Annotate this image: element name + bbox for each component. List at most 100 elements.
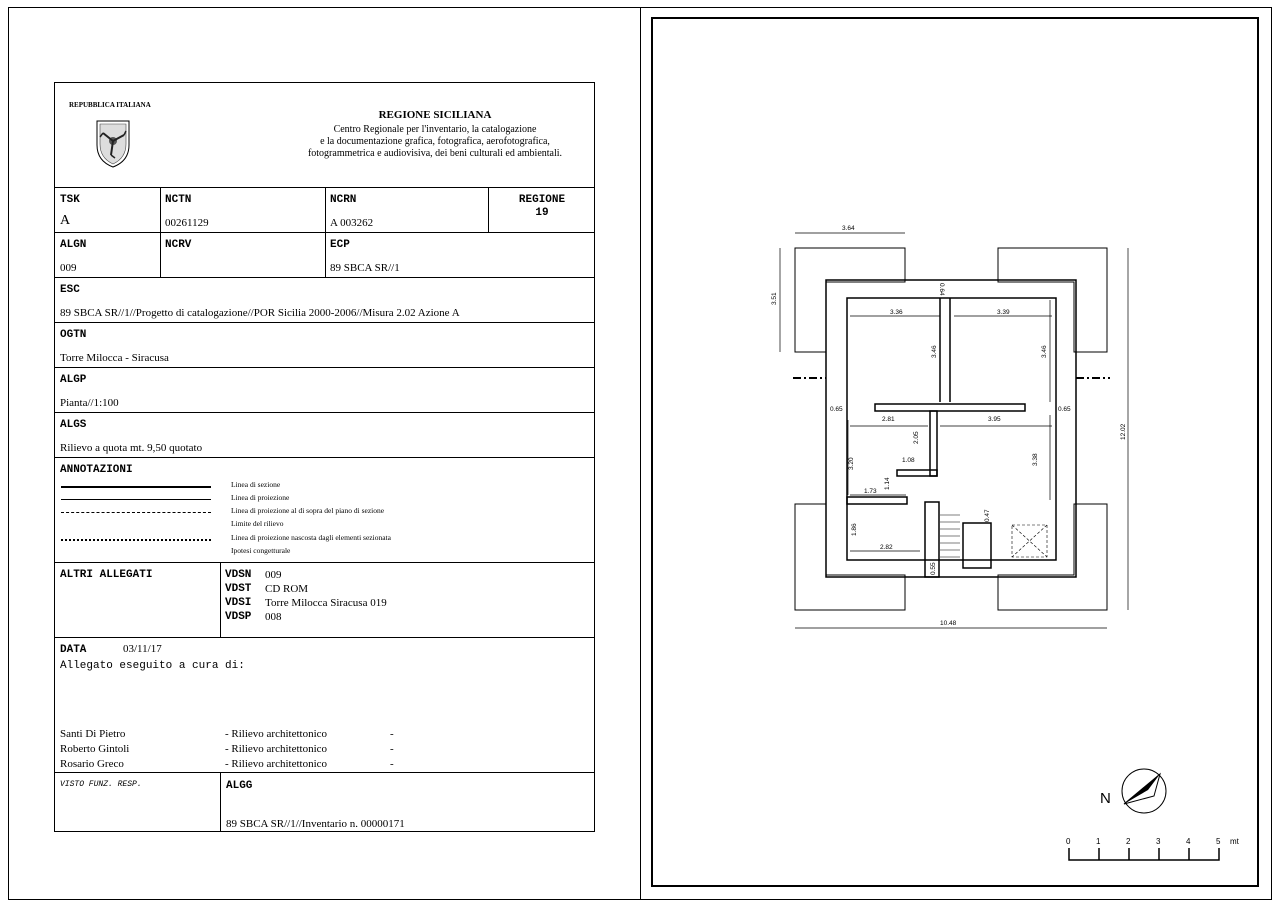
dimension-label: 0.65 bbox=[830, 406, 843, 413]
data-label: DATA bbox=[60, 644, 87, 656]
vdst-value: CD ROM bbox=[265, 583, 309, 595]
algs-label: ALGS bbox=[60, 419, 87, 431]
rule bbox=[55, 457, 594, 458]
republic-label: REPUBBLICA ITALIANA bbox=[69, 101, 151, 109]
dimension-label: 2.82 bbox=[880, 544, 893, 551]
nctn-label: NCTN bbox=[165, 194, 192, 206]
dimension-label: 3.36 bbox=[890, 309, 903, 316]
above-projection-line-sample bbox=[61, 512, 211, 513]
rule bbox=[488, 187, 489, 232]
outer-wall bbox=[825, 279, 1077, 578]
legend-text: Ipotesi congetturale bbox=[231, 546, 291, 555]
person-role: - Rilievo architettonico bbox=[225, 758, 328, 770]
vdsi-value: Torre Milocca Siracusa 019 bbox=[265, 597, 387, 609]
algn-label: ALGN bbox=[60, 239, 87, 251]
legend-row: Limite del rilievo bbox=[61, 519, 581, 532]
bastion-nw bbox=[794, 247, 906, 353]
dimension-label: 0.47 bbox=[984, 509, 991, 522]
person-dash: - bbox=[390, 728, 394, 740]
wall-partition bbox=[896, 469, 938, 477]
scale-tick: 4 bbox=[1186, 837, 1191, 846]
rule bbox=[220, 562, 221, 637]
scale-bar bbox=[1068, 848, 1220, 861]
ncrn-value: A 003262 bbox=[330, 217, 374, 229]
scale-tick: 3 bbox=[1156, 837, 1161, 846]
bastion-sw bbox=[794, 503, 906, 611]
dimension-label: 3.20 bbox=[848, 457, 855, 470]
algs-value: Rilievo a quota mt. 9,50 quotato bbox=[60, 442, 203, 454]
rule bbox=[55, 562, 594, 563]
legend-row: Linea di proiezione nascosta dagli eleme… bbox=[61, 533, 581, 546]
vdsn-value: 009 bbox=[265, 569, 282, 581]
regione-label: REGIONE bbox=[518, 194, 566, 206]
coat-of-arms-logo bbox=[96, 120, 130, 168]
esc-label: ESC bbox=[60, 284, 80, 296]
dimension-label: 3.38 bbox=[1032, 453, 1039, 466]
person-dash: - bbox=[390, 743, 394, 755]
scale-tick: 1 bbox=[1096, 837, 1101, 846]
tsk-value: A bbox=[60, 213, 71, 228]
projection-line-sample bbox=[61, 499, 211, 500]
ecp-value: 89 SBCA SR//1 bbox=[330, 262, 400, 274]
algn-value: 009 bbox=[60, 262, 77, 274]
region-title: REGIONE SICILIANA bbox=[378, 109, 492, 121]
rule bbox=[55, 232, 594, 233]
person-role: - Rilievo architettonico bbox=[225, 728, 328, 740]
legend-row: Ipotesi congetturale bbox=[61, 546, 581, 559]
stair bbox=[962, 522, 992, 569]
dimension-label: 3.46 bbox=[1041, 345, 1048, 358]
wall-partition bbox=[924, 501, 940, 578]
dimension-label: 3.95 bbox=[988, 416, 1001, 423]
regione-value: 19 bbox=[535, 207, 549, 219]
wall-partition bbox=[929, 410, 938, 477]
data-value: 03/11/17 bbox=[123, 643, 162, 655]
dimension-label: 12.02 bbox=[1120, 423, 1127, 440]
person-role: - Rilievo architettonico bbox=[225, 743, 328, 755]
algg-label: ALGG bbox=[226, 780, 253, 792]
ncrn-label: NCRN bbox=[330, 194, 357, 206]
vdsi-label: VDSI bbox=[225, 597, 252, 609]
bastion-ne bbox=[997, 247, 1108, 353]
ogtn-value: Torre Milocca - Siracusa bbox=[60, 352, 169, 364]
person-name: Santi Di Pietro bbox=[60, 728, 126, 740]
rule bbox=[160, 187, 161, 277]
rule bbox=[55, 322, 594, 323]
rule bbox=[55, 637, 594, 638]
rule bbox=[55, 367, 594, 368]
dimension-label: 3.39 bbox=[997, 309, 1010, 316]
wall-partition bbox=[874, 403, 1026, 412]
vdsp-label: VDSP bbox=[225, 611, 252, 623]
legend-text: Linea di proiezione bbox=[231, 493, 290, 502]
region-sub-line: Centro Regionale per l'inventario, la ca… bbox=[333, 124, 537, 135]
inner-wall bbox=[846, 297, 1057, 561]
dimension-label: 3.51 bbox=[771, 292, 778, 305]
scale-tick: 2 bbox=[1126, 837, 1131, 846]
dimension-label: 2.05 bbox=[913, 431, 920, 444]
vdsn-label: VDSN bbox=[225, 569, 252, 581]
rule bbox=[55, 187, 594, 188]
ogtn-label: OGTN bbox=[60, 329, 87, 341]
dimension-label: 2.81 bbox=[882, 416, 895, 423]
tsk-label: TSK bbox=[60, 194, 80, 206]
drawing-frame bbox=[651, 17, 1259, 887]
allegato-text: Allegato eseguito a cura di: bbox=[60, 660, 245, 672]
esc-value: 89 SBCA SR//1//Progetto di catalogazione… bbox=[60, 307, 460, 319]
scale-tick: 0 bbox=[1066, 837, 1071, 846]
dimension-label: 3.64 bbox=[842, 225, 855, 232]
region-sub-line: e la documentazione grafica, fotografica… bbox=[320, 136, 550, 147]
person-name: Roberto Gintoli bbox=[60, 743, 130, 755]
legend-row: Linea di proiezione al di sopra del pian… bbox=[61, 506, 581, 519]
dimension-label: 3.46 bbox=[931, 345, 938, 358]
bastion-se bbox=[997, 503, 1108, 611]
person-dash: - bbox=[390, 758, 394, 770]
rule bbox=[325, 187, 326, 277]
dimension-label: 0.65 bbox=[1058, 406, 1071, 413]
legend-text: Linea di sezione bbox=[231, 480, 281, 489]
dimension-label: 1.08 bbox=[902, 457, 915, 464]
dimension-label: 1.86 bbox=[851, 523, 858, 536]
algg-value: 89 SBCA SR//1//Inventario n. 00000171 bbox=[226, 818, 405, 830]
region-subtitle: Centro Regionale per l'inventario, la ca… bbox=[280, 124, 590, 160]
vdsp-value: 008 bbox=[265, 611, 282, 623]
wall-partition bbox=[846, 496, 908, 505]
